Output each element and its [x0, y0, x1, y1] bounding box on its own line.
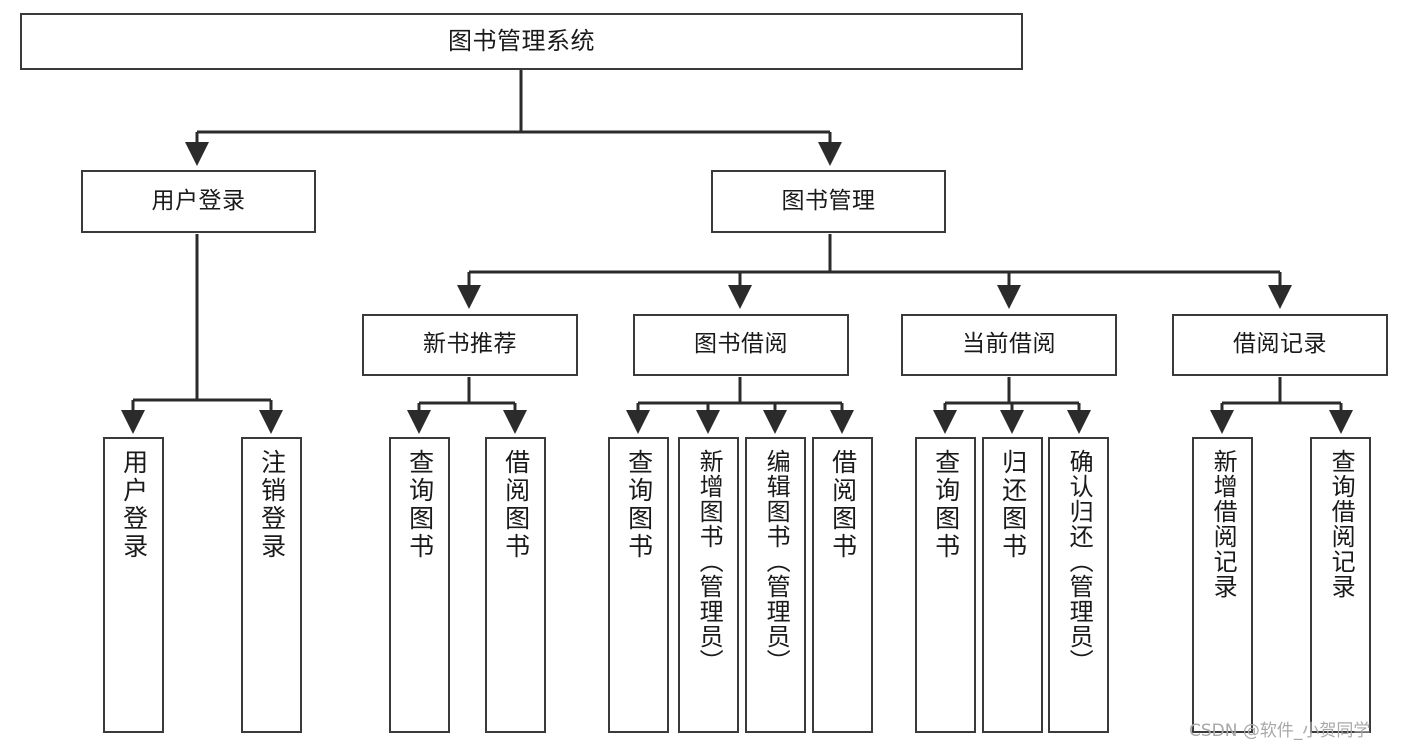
node-label: 查询图书 [624, 449, 654, 561]
node-label: 借阅记录 [1233, 331, 1327, 358]
node-label: 借阅图书 [828, 449, 858, 561]
node-borrow-record[interactable]: 借阅记录 [1172, 314, 1388, 376]
node-label: 图书管理系统 [448, 27, 595, 56]
leaf-borrow-query-book[interactable]: 查询图书 [608, 437, 669, 733]
node-label: 图书管理 [781, 187, 876, 214]
leaf-borrow-borrow-book[interactable]: 借阅图书 [812, 437, 873, 733]
node-label: 查询图书 [405, 449, 435, 561]
node-label: 查询借阅记录 [1327, 449, 1356, 599]
node-label: 注销登录 [257, 449, 287, 561]
node-label: 确认归还（管理员） [1065, 449, 1094, 674]
node-current-borrow[interactable]: 当前借阅 [901, 314, 1117, 376]
node-label: 当前借阅 [962, 331, 1056, 358]
csdn-watermark: CSDN @软件_小贺同学 [1189, 721, 1371, 741]
node-label: 编辑图书（管理员） [762, 449, 791, 674]
leaf-recommend-query-book[interactable]: 查询图书 [389, 437, 450, 733]
leaf-record-add-record[interactable]: 新增借阅记录 [1192, 437, 1253, 733]
node-book-management[interactable]: 图书管理 [711, 170, 946, 233]
node-label: 归还图书 [998, 449, 1028, 561]
node-root-system[interactable]: 图书管理系统 [20, 13, 1023, 70]
node-label: 新增图书（管理员） [695, 449, 724, 674]
node-book-borrow[interactable]: 图书借阅 [633, 314, 849, 376]
node-label: 查询图书 [931, 449, 961, 561]
node-new-book-recommend[interactable]: 新书推荐 [362, 314, 578, 376]
node-label: 图书借阅 [694, 331, 788, 358]
node-label: 用户登录 [119, 449, 149, 561]
leaf-user-login-logout[interactable]: 注销登录 [241, 437, 302, 733]
leaf-user-login-login[interactable]: 用户登录 [103, 437, 164, 733]
node-user-login[interactable]: 用户登录 [81, 170, 316, 233]
node-label: 新增借阅记录 [1209, 449, 1238, 599]
leaf-current-confirm-return-admin[interactable]: 确认归还（管理员） [1048, 437, 1109, 733]
leaf-borrow-add-book-admin[interactable]: 新增图书（管理员） [678, 437, 739, 733]
leaf-record-query-record[interactable]: 查询借阅记录 [1310, 437, 1371, 733]
node-label: 借阅图书 [501, 449, 531, 561]
node-label: 新书推荐 [423, 331, 517, 358]
leaf-recommend-borrow-book[interactable]: 借阅图书 [485, 437, 546, 733]
leaf-current-return-book[interactable]: 归还图书 [982, 437, 1043, 733]
node-label: 用户登录 [151, 187, 246, 214]
leaf-current-query-book[interactable]: 查询图书 [915, 437, 976, 733]
leaf-borrow-edit-book-admin[interactable]: 编辑图书（管理员） [745, 437, 806, 733]
